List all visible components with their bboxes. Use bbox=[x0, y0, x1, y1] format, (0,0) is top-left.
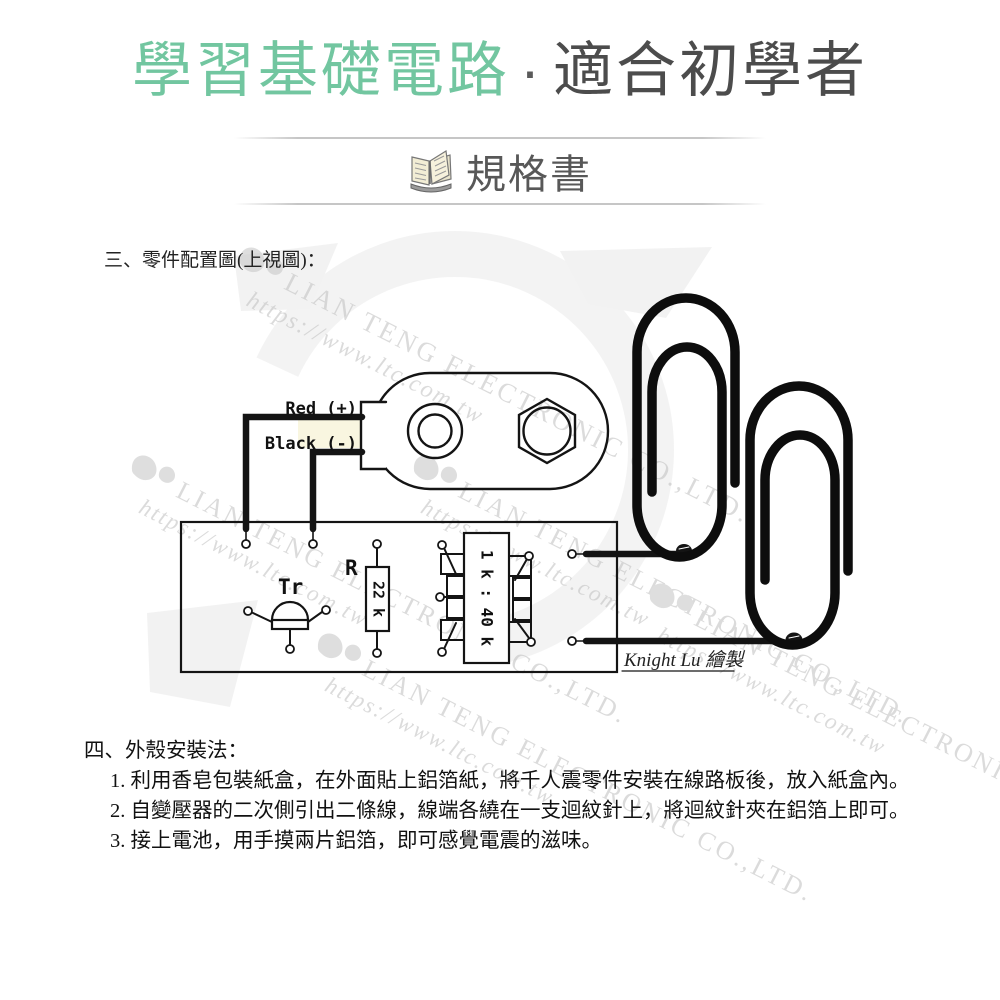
board-pad bbox=[321, 605, 331, 615]
wire-wrap-knots bbox=[676, 544, 803, 648]
board-pad bbox=[372, 539, 382, 549]
board-pad bbox=[437, 647, 447, 657]
resistor-label: R bbox=[345, 556, 358, 580]
assembly-step-1: 1. 利用香皂包裝紙盒，在外面貼上鋁箔紙，將千人震零件安裝在線路板後，放入紙盒內… bbox=[110, 770, 910, 792]
transistor-symbol bbox=[243, 600, 331, 654]
header-divider-bottom bbox=[234, 203, 766, 205]
circuit-board bbox=[179, 520, 619, 674]
spec-header: 規格書 bbox=[0, 142, 1000, 200]
assembly-section: 四、外殼安裝法： 1. 利用香皂包裝紙盒，在外面貼上鋁箔紙，將千人震零件安裝在線… bbox=[84, 736, 944, 856]
resistor-symbol bbox=[364, 539, 391, 658]
red-positive-wire bbox=[242, 413, 366, 533]
assembly-section-heading: 四、外殼安裝法： bbox=[84, 740, 248, 762]
transformer-symbol bbox=[435, 531, 536, 665]
page-title: 學習基礎電路·適合初學者 bbox=[0, 34, 1000, 108]
battery-snap-connector bbox=[359, 371, 610, 491]
board-pad bbox=[567, 636, 577, 646]
board-pad bbox=[243, 606, 253, 616]
page-title-rest: 適合初學者 bbox=[552, 37, 868, 104]
board-pad bbox=[567, 549, 577, 559]
assembly-steps: 1. 利用香皂包裝紙盒，在外面貼上鋁箔紙，將千人震零件安裝在線路板後，放入紙盒內… bbox=[84, 766, 944, 856]
assembly-step-3: 3. 接上電池，用手摸兩片鋁箔，即可感覺電震的滋味。 bbox=[110, 830, 602, 852]
board-pad bbox=[437, 540, 447, 550]
transistor-label: Tr bbox=[278, 575, 303, 599]
black-negative-wire bbox=[309, 448, 366, 533]
board-pad bbox=[285, 644, 295, 654]
parts-section-heading: 三、零件配置圖(上視圖)： bbox=[104, 250, 326, 271]
board-pad bbox=[526, 637, 536, 647]
board-pad bbox=[435, 592, 445, 602]
resistor-value-label: 22 k bbox=[370, 581, 388, 617]
board-pad bbox=[524, 551, 534, 561]
positive-wire-label: Red (+) bbox=[285, 399, 357, 419]
battery-hex-terminal bbox=[517, 397, 577, 465]
assembly-step-2: 2. 自變壓器的二次側引出二條線，線端各繞在一支迴紋針上，將迴紋針夾在鋁箔上即可… bbox=[110, 800, 910, 822]
watermark-logo-icon bbox=[317, 633, 361, 661]
board-pad bbox=[241, 539, 251, 549]
paper-clips bbox=[632, 293, 853, 650]
paper-clip-1 bbox=[632, 293, 740, 562]
paper-clip-2 bbox=[745, 381, 853, 650]
page-title-separator: · bbox=[520, 37, 543, 104]
label-highlight bbox=[298, 420, 362, 448]
output-wires bbox=[567, 549, 790, 646]
page-title-highlight: 學習基礎電路 bbox=[132, 37, 510, 104]
transformer-ratio-label: 1 k : 40 k bbox=[478, 550, 497, 647]
watermark-logo-icon bbox=[413, 455, 457, 483]
board-pad bbox=[308, 539, 318, 549]
header-divider-top bbox=[234, 137, 766, 139]
watermark-logo-icon bbox=[239, 247, 283, 275]
spec-book-icon bbox=[410, 149, 452, 193]
board-pad bbox=[372, 648, 382, 658]
watermark-logo-icon bbox=[649, 583, 693, 611]
diagram-credit: Knight Lu 繪製 bbox=[623, 649, 745, 671]
watermark-logo-icon bbox=[131, 455, 175, 483]
spec-label: 規格書 bbox=[466, 153, 592, 197]
negative-wire-label: Black (-) bbox=[265, 434, 357, 454]
battery-round-terminal bbox=[406, 402, 464, 460]
